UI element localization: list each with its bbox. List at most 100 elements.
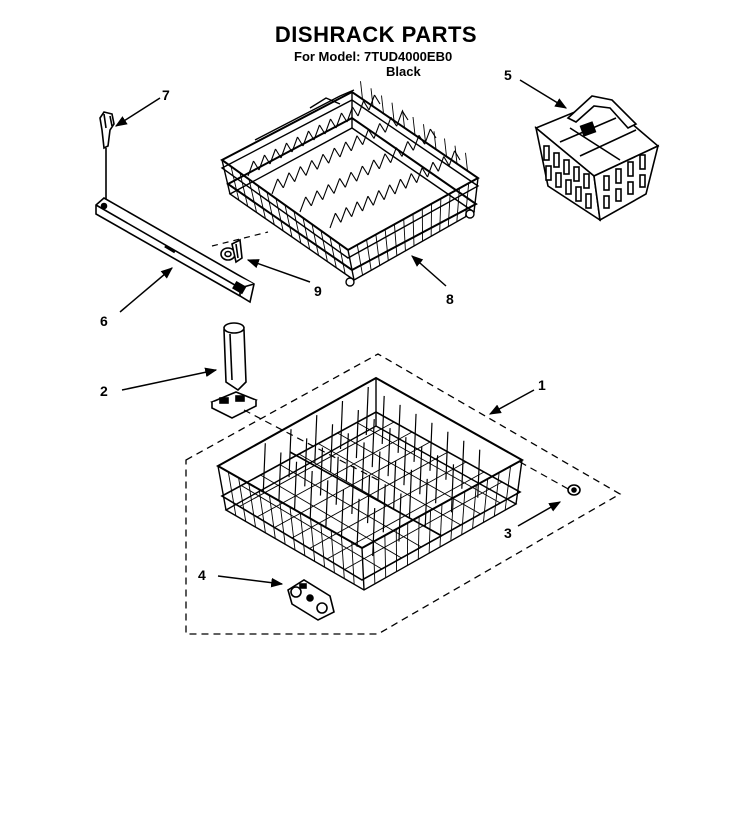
wire xyxy=(309,471,313,520)
basket-slot xyxy=(627,181,634,195)
wire xyxy=(293,211,302,244)
wire xyxy=(299,196,307,213)
wire xyxy=(329,237,337,268)
basket-slot xyxy=(585,193,592,209)
callout-4: 4 xyxy=(198,567,206,583)
wire xyxy=(329,424,334,473)
wire xyxy=(372,541,376,584)
basket-slot xyxy=(615,188,622,202)
wire xyxy=(412,116,416,136)
wire xyxy=(325,480,329,529)
wire xyxy=(464,183,470,217)
wire xyxy=(335,112,343,129)
wire xyxy=(340,489,345,538)
wire xyxy=(269,148,277,165)
wire xyxy=(378,153,386,170)
wire xyxy=(401,110,409,121)
wire xyxy=(341,112,348,123)
wire xyxy=(382,484,386,533)
wire xyxy=(356,498,360,547)
wire xyxy=(390,116,398,127)
wire xyxy=(328,147,335,164)
wire xyxy=(258,154,266,171)
callout-6: 6 xyxy=(100,313,108,329)
wire xyxy=(335,456,339,505)
wire xyxy=(412,213,415,247)
basket-slot xyxy=(639,154,646,170)
wire xyxy=(398,493,402,542)
wire xyxy=(401,141,409,157)
wire xyxy=(367,195,374,206)
wire xyxy=(356,165,363,182)
wire xyxy=(302,130,310,147)
wire xyxy=(384,153,392,163)
wire xyxy=(293,461,298,510)
wire xyxy=(271,178,279,195)
wire xyxy=(465,152,468,171)
wire xyxy=(324,118,332,135)
wire xyxy=(410,173,418,183)
wire xyxy=(448,150,456,166)
wire xyxy=(383,184,391,200)
wire xyxy=(356,244,364,276)
callout-8: 8 xyxy=(446,291,454,307)
wire xyxy=(277,178,284,189)
basket-slot xyxy=(545,165,552,181)
wire xyxy=(424,128,431,145)
wire xyxy=(310,190,318,207)
part-3-bumper xyxy=(567,484,581,496)
part-8-upper-rack xyxy=(220,81,480,287)
wire xyxy=(264,154,271,165)
wire xyxy=(372,190,380,206)
wire xyxy=(408,469,413,518)
wire xyxy=(390,147,397,163)
wire xyxy=(322,184,329,200)
wire xyxy=(482,478,489,523)
wire xyxy=(257,185,266,219)
wire xyxy=(333,147,341,158)
wire xyxy=(339,178,346,188)
wire xyxy=(403,219,406,251)
wire xyxy=(393,224,398,256)
wire xyxy=(294,166,301,182)
wire xyxy=(289,451,443,537)
wire xyxy=(247,160,255,177)
wire xyxy=(379,123,386,133)
wire xyxy=(443,156,450,166)
callout-7: 7 xyxy=(162,87,170,103)
wire xyxy=(334,212,342,223)
wire xyxy=(437,156,445,172)
color-note: Black xyxy=(386,64,421,79)
wire xyxy=(302,217,311,250)
wire xyxy=(407,141,414,151)
wire xyxy=(454,145,458,164)
wire xyxy=(361,195,369,212)
wire xyxy=(419,446,423,495)
wire xyxy=(320,230,328,262)
wire xyxy=(429,422,433,471)
wire xyxy=(461,440,465,489)
wire xyxy=(308,130,315,141)
wire xyxy=(345,207,353,217)
wire xyxy=(322,153,330,164)
wire xyxy=(367,129,375,139)
callout-2: 2 xyxy=(100,383,108,399)
callout-5: 5 xyxy=(504,67,512,83)
wire xyxy=(318,443,461,526)
wire xyxy=(262,443,266,492)
wire xyxy=(454,150,461,161)
wire xyxy=(493,472,500,517)
diagram-title: DISHRACK PARTS xyxy=(274,22,478,47)
wire xyxy=(423,124,426,143)
wire xyxy=(310,518,316,562)
wire xyxy=(439,503,443,548)
wire xyxy=(384,535,387,578)
wire xyxy=(356,201,363,212)
leader-lines xyxy=(114,79,568,588)
wire xyxy=(311,160,318,170)
wire xyxy=(350,135,358,152)
wire xyxy=(367,159,375,176)
wire xyxy=(405,173,412,189)
wire xyxy=(374,94,381,105)
wire xyxy=(304,438,308,487)
